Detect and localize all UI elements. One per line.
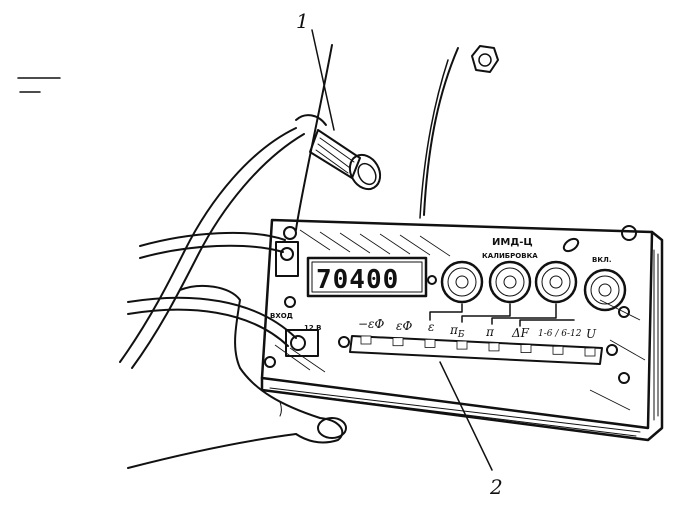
calibration-knob-3[interactable] [534,260,578,304]
mode-switch-button-6[interactable] [520,344,532,354]
hex-nut [471,45,499,73]
mode-switch-button-7[interactable] [552,345,564,355]
screw-bottom-left [264,356,276,368]
callout-leader-1 [311,29,335,131]
mode-switch-button-1[interactable] [360,335,372,345]
mode-label-6: ΔF [511,326,530,340]
device-name: ИМД-Ц [492,237,533,248]
callout-label-1: 1 [296,9,309,33]
power-knob[interactable] [583,268,627,312]
calibration-knob-2[interactable] [488,260,532,304]
mode-switch-button-3[interactable] [424,338,436,348]
callout-leader-2 [439,361,493,471]
knob-grouping-lines [429,303,575,327]
mode-label-1: −εΦ [358,317,384,331]
mode-label-2: εΦ [396,319,412,333]
screw-right [618,306,630,318]
indicator-lamp [562,237,580,253]
mode-label-7: 1-6 / 6-12 [538,329,582,339]
calibration-knob-1[interactable] [440,260,484,304]
plate-hatching [274,229,646,411]
voltage-label: 12 В [304,324,322,332]
meter-device [260,218,664,442]
screw-display [427,275,437,285]
cables [119,127,305,369]
screw-top-left [283,226,297,240]
probe-sensor [295,114,382,191]
screw-strip-right [606,344,618,356]
mode-label-3: ε [428,320,434,334]
hand [127,284,347,469]
background-lines [17,44,459,231]
input-label: ВХОД [270,312,293,320]
power-label: ВКЛ. [592,256,612,264]
callout-label-2: 2 [489,475,503,499]
screw-top-right [621,225,637,241]
mode-switch-button-8[interactable] [584,347,596,357]
screw-bottom-right [618,372,630,384]
mode-switch-button-2[interactable] [392,337,404,347]
mode-switch-button-4[interactable] [456,340,468,350]
mode-switch-button-5[interactable] [488,342,500,352]
input-connector[interactable] [275,241,299,277]
screw-mid-left [284,296,296,308]
mode-label-5: π [485,325,495,339]
screw-strip-left [338,336,350,348]
mode-label-8: U [586,327,597,341]
digital-display [306,256,428,298]
mode-label-4: πБ [449,323,465,340]
voltage-connector[interactable] [285,329,319,357]
mode-switch-strip [349,335,603,365]
calibration-label: КАЛИБРОВКА [482,252,538,260]
display-value: 70400 [316,265,399,295]
